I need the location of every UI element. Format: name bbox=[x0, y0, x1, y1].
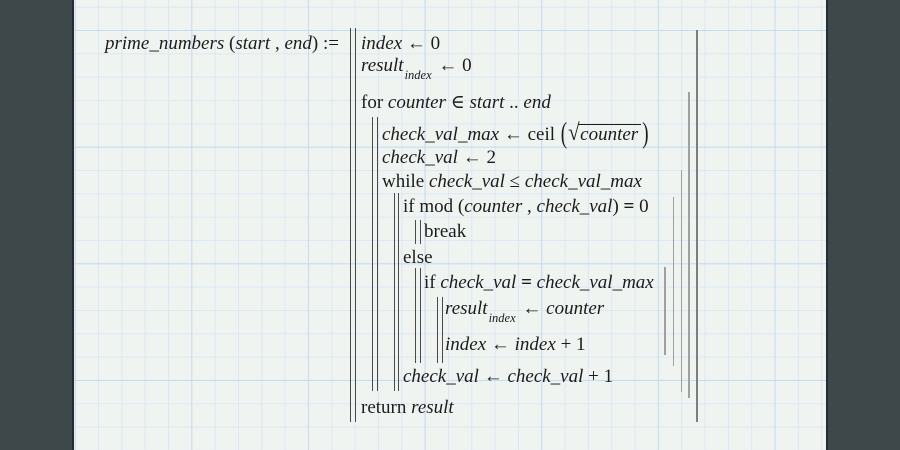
variable: start bbox=[469, 92, 505, 113]
keyword-or-operator: ← bbox=[517, 298, 547, 319]
variable: index bbox=[361, 33, 403, 54]
program-block-extent-bar-5 bbox=[664, 267, 666, 355]
radical-sign-icon: √ bbox=[568, 118, 580, 146]
program-bracket-left-5 bbox=[415, 268, 421, 363]
keyword-or-operator: ceil bbox=[527, 124, 560, 145]
variable: check_val_max bbox=[536, 272, 654, 293]
variable: end bbox=[523, 92, 551, 113]
keyword-or-operator: ) bbox=[612, 196, 624, 217]
variable: check_val bbox=[382, 147, 458, 168]
keyword-or-operator: return bbox=[361, 397, 412, 418]
program-line-function-signature: prime_numbers (start , end) := bbox=[105, 33, 344, 57]
program-bracket-left-1 bbox=[350, 28, 356, 422]
program-line-if-equal-max-condition: if check_val = check_val_max bbox=[424, 272, 654, 296]
keyword-or-operator: ≤ bbox=[504, 171, 525, 192]
program-line-assign-index-zero: index ← 0 bbox=[361, 33, 440, 57]
big-paren: ( bbox=[560, 117, 568, 151]
program-line-break-statement: break bbox=[424, 221, 466, 245]
program-line-assign-check-val-max: check_val_max ← ceil (√counter) bbox=[382, 117, 650, 150]
keyword-or-operator: ( bbox=[224, 33, 236, 54]
keyword-or-operator: for bbox=[361, 92, 388, 113]
keyword-or-operator: ← bbox=[499, 124, 528, 145]
program-bracket-left-2 bbox=[372, 117, 378, 391]
array-subscript: index bbox=[404, 68, 432, 82]
keyword-or-operator: , bbox=[522, 196, 537, 217]
variable: counter bbox=[387, 92, 446, 113]
variable: check_val bbox=[428, 171, 505, 192]
keyword-or-operator: ← 0 bbox=[402, 33, 441, 54]
program-line-increment-index: index ← index + 1 bbox=[445, 334, 586, 358]
program-block-extent-bar-3 bbox=[680, 170, 683, 392]
keyword-or-operator: ∈ bbox=[445, 92, 470, 113]
program-line-else-clause: else bbox=[403, 247, 433, 271]
program-block-extent-bar-1 bbox=[696, 30, 698, 422]
keyword-or-operator: ( bbox=[457, 196, 465, 217]
worksheet-grid-area bbox=[74, 0, 826, 450]
program-line-assign-check-val-two: check_val ← 2 bbox=[382, 147, 496, 171]
keyword-or-operator: ← bbox=[486, 334, 515, 355]
big-paren: ) bbox=[642, 117, 649, 151]
sqrt-radical: √counter bbox=[568, 120, 642, 145]
keyword-or-operator: if bbox=[424, 272, 441, 293]
program-line-for-loop-header: for counter ∈ start .. end bbox=[361, 92, 551, 116]
variable: counter bbox=[546, 298, 605, 319]
variable: check_val bbox=[507, 366, 584, 387]
variable: check_val bbox=[440, 272, 517, 293]
sqrt-argument: counter bbox=[578, 124, 642, 145]
variable: result bbox=[445, 298, 488, 319]
left-gutter-panel bbox=[0, 0, 74, 450]
keyword-or-operator: .. bbox=[504, 92, 524, 113]
keyword-or-operator: break bbox=[424, 221, 467, 242]
program-line-while-loop-header: while check_val ≤ check_val_max bbox=[382, 171, 642, 195]
variable: check_val_max bbox=[524, 171, 642, 192]
bold-equals-operator: = bbox=[521, 272, 532, 293]
program-line-assign-result-index-zero: resultindex ← 0 bbox=[361, 55, 472, 82]
keyword-or-operator: + 1 bbox=[583, 366, 614, 387]
program-block-extent-bar-2 bbox=[688, 92, 690, 398]
keyword-or-operator: ← 0 bbox=[433, 55, 472, 76]
array-subscript: index bbox=[488, 311, 516, 325]
program-line-assign-result-counter: resultindex ← counter bbox=[445, 298, 605, 325]
variable: result bbox=[411, 397, 454, 418]
keyword-or-operator: 0 bbox=[634, 196, 649, 217]
variable: index bbox=[445, 334, 487, 355]
program-block-extent-bar-4 bbox=[672, 197, 675, 366]
variable: end bbox=[284, 33, 312, 54]
variable: prime_numbers bbox=[105, 33, 225, 54]
program-bracket-left-6 bbox=[437, 297, 443, 363]
program-bracket-left-3 bbox=[393, 193, 399, 391]
keyword-or-operator: ) := bbox=[311, 33, 344, 54]
right-gutter-panel bbox=[826, 0, 900, 450]
keyword-or-operator: while bbox=[382, 171, 429, 192]
keyword-or-operator: if mod bbox=[403, 196, 458, 217]
program-line-increment-check-val: check_val ← check_val + 1 bbox=[403, 366, 613, 390]
variable: check_val bbox=[403, 366, 479, 387]
variable: check_val bbox=[536, 196, 613, 217]
keyword-or-operator: , bbox=[270, 33, 285, 54]
keyword-or-operator: else bbox=[403, 247, 433, 268]
variable: result bbox=[361, 55, 404, 76]
variable: counter bbox=[464, 196, 523, 217]
program-bracket-left-4 bbox=[415, 220, 421, 244]
variable: index bbox=[514, 334, 556, 355]
variable: check_val_max bbox=[382, 124, 500, 145]
program-line-if-mod-condition: if mod (counter , check_val) = 0 bbox=[403, 196, 649, 220]
keyword-or-operator: ← 2 bbox=[457, 147, 496, 168]
keyword-or-operator: + 1 bbox=[555, 334, 586, 355]
bold-equals-operator: = bbox=[623, 196, 635, 217]
keyword-or-operator: ← bbox=[478, 366, 508, 387]
program-line-return-statement: return result bbox=[361, 397, 454, 421]
variable: start bbox=[235, 33, 271, 54]
